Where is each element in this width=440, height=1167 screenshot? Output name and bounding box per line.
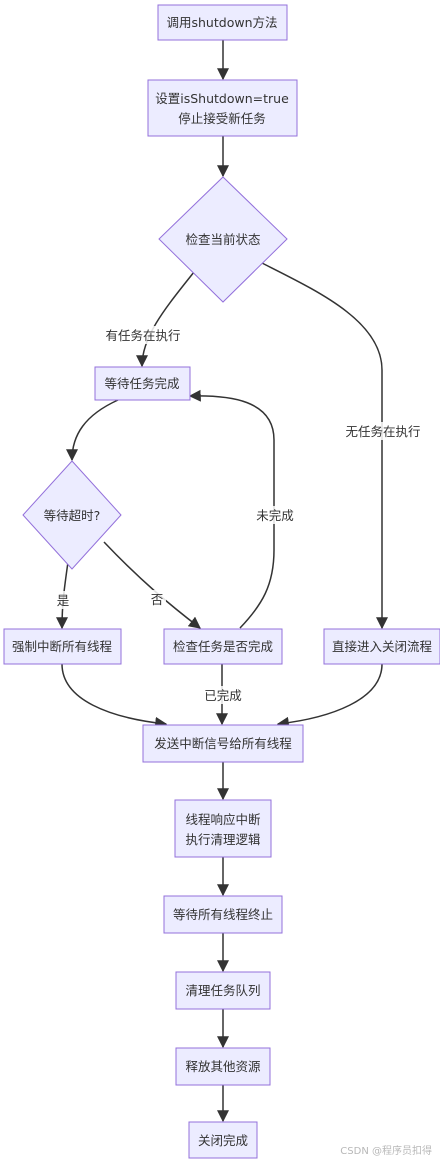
edge-label-not-done: 未完成 [252,506,298,524]
edge-force-to-send [61,663,168,729]
node-wait-terminate: 等待所有线程终止 [163,895,283,934]
node-wait-terminate-label: 等待所有线程终止 [173,907,273,922]
edge-label-timeout-no-text: 否 [151,592,164,607]
node-close-done: 关闭完成 [188,1121,258,1159]
node-call-shutdown-label: 调用shutdown方法 [167,15,278,30]
edge-label-not-done-text: 未完成 [256,508,294,523]
node-close-done-label: 关闭完成 [198,1133,248,1148]
node-wait-tasks-label: 等待任务完成 [104,376,179,391]
node-check-state-label: 检查当前状态 [185,232,260,247]
node-check-state: 检查当前状态 [158,176,288,303]
edge-label-done: 已完成 [200,686,246,704]
node-send-interrupt: 发送中断信号给所有线程 [142,724,304,763]
edge-timeout-no [103,541,201,629]
node-wait-tasks: 等待任务完成 [94,366,191,401]
edge-label-timeout-yes: 是 [54,591,72,609]
edge-label-has-tasks-text: 有任务在执行 [105,328,180,343]
node-threads-respond-line2: 执行清理逻辑 [185,832,260,847]
node-wait-timeout: 等待超时? [22,460,122,570]
node-release-resources: 释放其他资源 [175,1047,271,1086]
node-check-tasks-done: 检查任务是否完成 [163,628,283,665]
node-wait-timeout-label: 等待超时? [44,508,101,523]
node-clear-queue: 清理任务队列 [175,971,271,1010]
node-clear-queue-label: 清理任务队列 [185,983,260,998]
watermark: CSDN @程序员扣得 [340,1146,432,1157]
edge-label-timeout-yes-text: 是 [57,593,70,608]
edge-label-no-tasks: 无任务在执行 [340,422,426,440]
edge-check-to-direct [259,261,388,630]
node-call-shutdown: 调用shutdown方法 [157,4,288,41]
edge-wait-to-timeout [66,399,119,462]
node-direct-close: 直接进入关闭流程 [323,628,440,665]
node-set-flag-line1: 设置isShutdown=true [155,91,289,106]
node-check-tasks-done-label: 检查任务是否完成 [173,639,273,654]
edge-check-to-wait [136,271,195,368]
edge-label-done-text: 已完成 [204,688,242,703]
node-force-interrupt-label: 强制中断所有线程 [12,639,113,654]
node-set-flag-line2: 停止接受新任务 [178,111,266,126]
node-threads-respond: 线程响应中断 执行清理逻辑 [174,799,272,858]
node-threads-respond-line1: 线程响应中断 [185,812,260,827]
edge-label-has-tasks: 有任务在执行 [100,326,186,344]
node-send-interrupt-label: 发送中断信号给所有线程 [154,736,292,751]
edge-direct-to-send [276,663,383,729]
edge-check-done-back [188,389,275,629]
node-set-flag: 设置isShutdown=true 停止接受新任务 [147,79,298,137]
nodes: 调用shutdown方法 设置isShutdown=true 停止接受新任务 检… [3,4,440,1159]
edge-label-timeout-no: 否 [148,590,166,608]
edges [56,40,388,1123]
edge-label-no-tasks-text: 无任务在执行 [345,424,420,439]
node-release-resources-label: 释放其他资源 [185,1059,261,1074]
edge-labels: 有任务在执行 无任务在执行 是 否 未完成 已完成 [54,326,426,704]
node-force-interrupt: 强制中断所有线程 [3,628,122,665]
node-direct-close-label: 直接进入关闭流程 [332,639,433,654]
